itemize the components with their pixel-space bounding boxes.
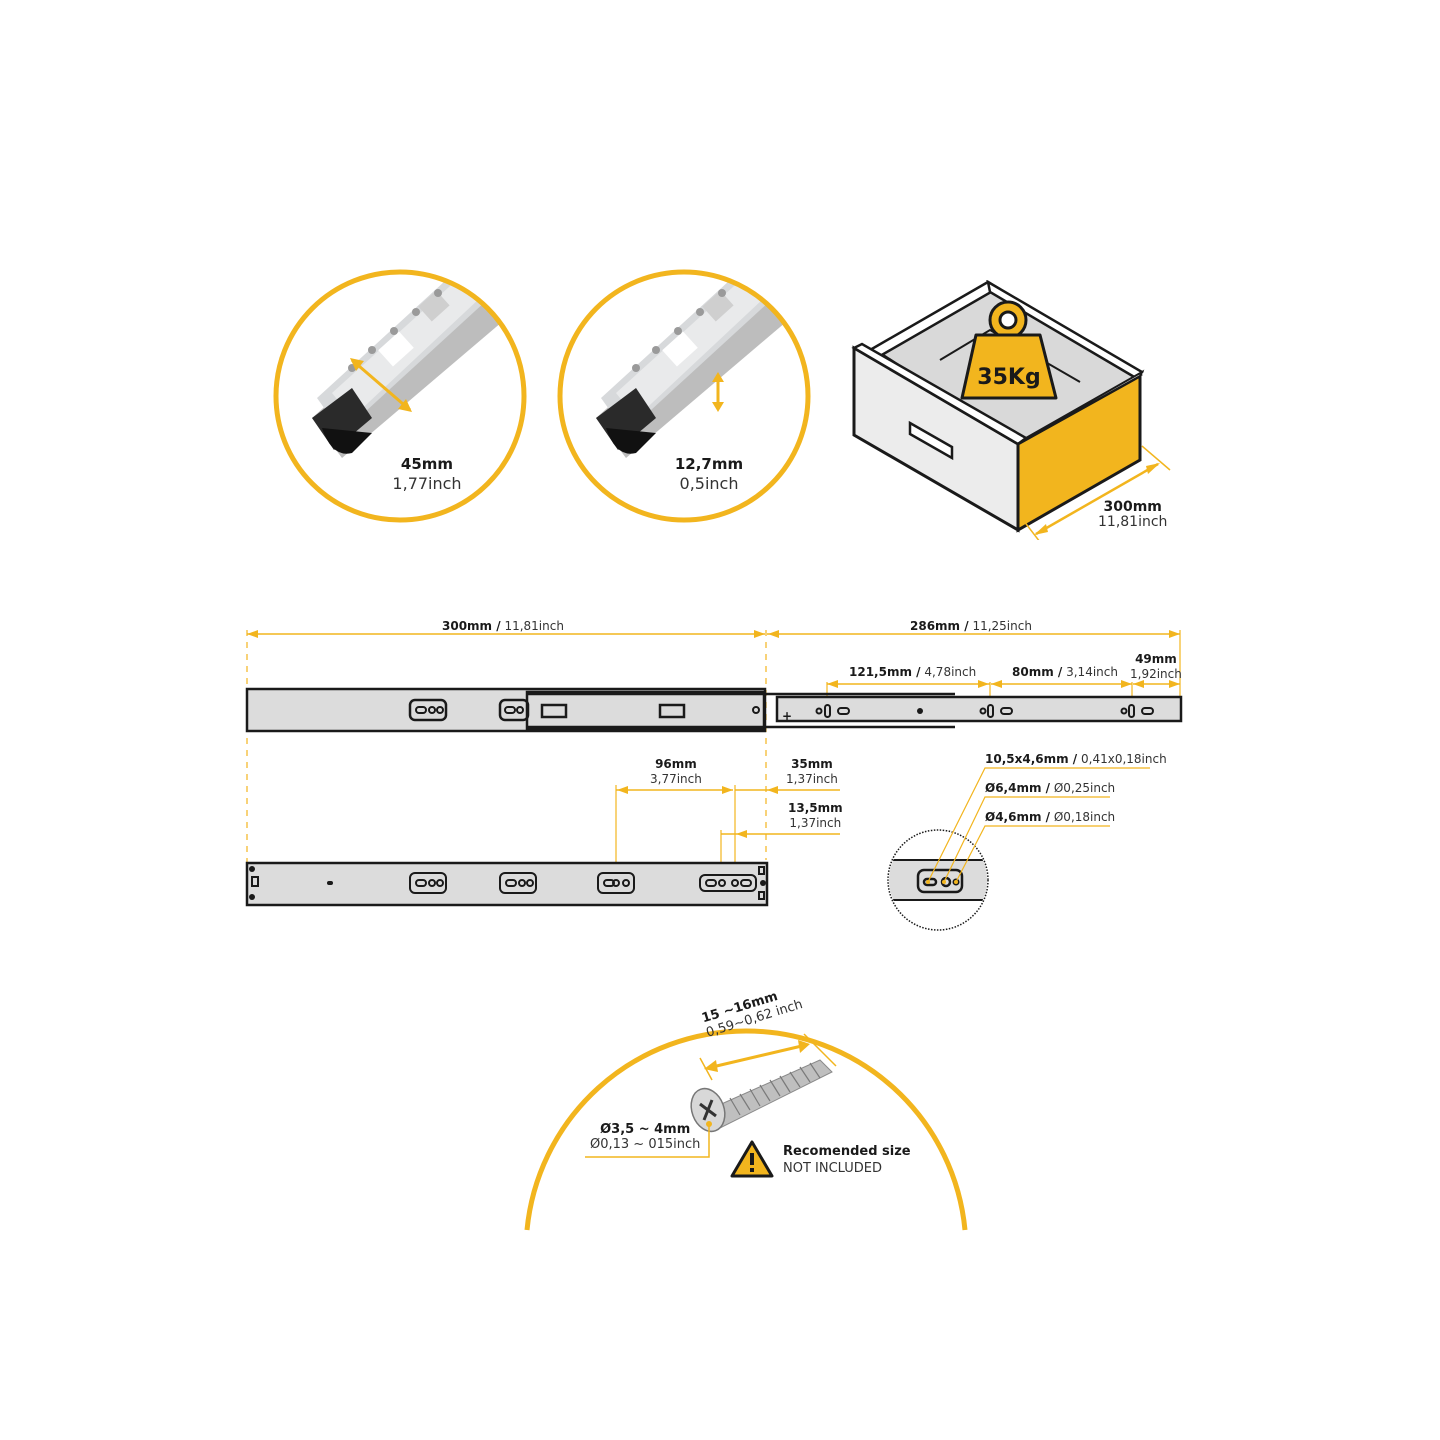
hole-4-6-label: Ø4,6mm / Ø0,18inch <box>985 810 1116 824</box>
drawer-depth-inch: 11,81inch <box>1098 514 1168 530</box>
extension-length-label: 286mm / 11,25inch <box>910 619 1032 633</box>
warning-icon <box>730 1140 774 1178</box>
slide-closeup-image <box>557 269 811 523</box>
width-mm: 45mm <box>400 455 454 473</box>
drawer-depth-mm: 300mm <box>1103 499 1162 515</box>
hole-oval-label: 10,5x4,6mm / 0,41x0,18inch <box>985 752 1167 766</box>
thickness-inch: 0,5inch <box>679 474 739 493</box>
svg-text:+: + <box>782 709 792 723</box>
thickness-mm: 12,7mm <box>674 455 744 473</box>
width-inch: 1,77inch <box>392 474 462 493</box>
closeup-width: 45mm 1,77inch <box>272 268 528 524</box>
closeup-thickness: 12,7mm 0,5inch <box>556 268 812 524</box>
slide-closeup-image <box>273 269 527 523</box>
closed-length-label: 300mm / 11,81inch <box>442 619 564 633</box>
hole-spacing-2-label: 80mm / 3,14inch <box>1012 665 1118 679</box>
hole-spacing-1-label: 121,5mm / 4,78inch <box>849 665 977 679</box>
drawer-illustration: 35Kg 300mm 11,81inch <box>840 280 1180 540</box>
hole-6-4-label: Ø6,4mm / Ø0,25inch <box>985 781 1116 795</box>
load-capacity: 35Kg <box>977 365 1040 390</box>
